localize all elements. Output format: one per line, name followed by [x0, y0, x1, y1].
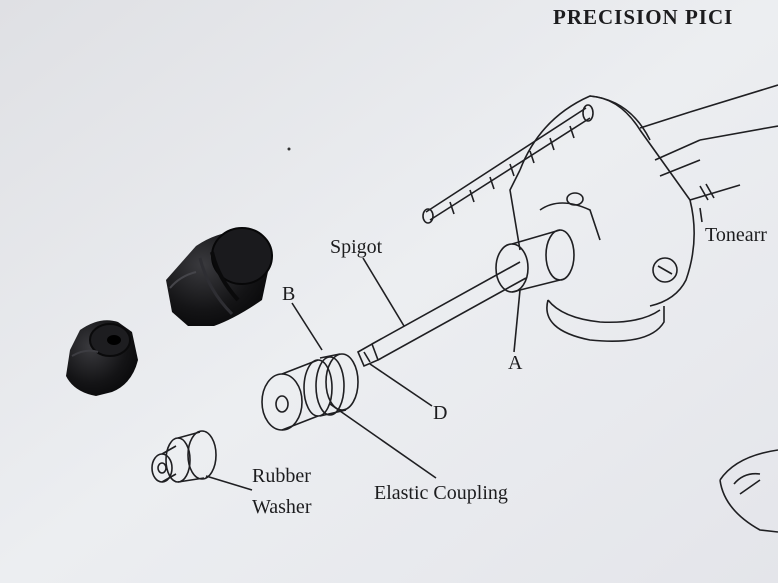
- rubber-washer-photo: [66, 320, 138, 396]
- paper-dot: [287, 147, 291, 151]
- label-tonearm: Tonearr: [705, 224, 767, 246]
- label-washer: Washer: [252, 496, 312, 518]
- sheet-title: PRECISION PICI: [553, 5, 734, 29]
- label-rubber: Rubber: [252, 465, 311, 487]
- label-elastic-coupling: Elastic Coupling: [374, 482, 508, 504]
- label-a: A: [508, 352, 523, 374]
- label-d: D: [433, 402, 448, 424]
- label-b: B: [282, 283, 296, 305]
- tonearm-drawing: [151, 84, 778, 533]
- elastic-coupling-photo: [166, 227, 273, 326]
- label-spigot: Spigot: [330, 236, 383, 258]
